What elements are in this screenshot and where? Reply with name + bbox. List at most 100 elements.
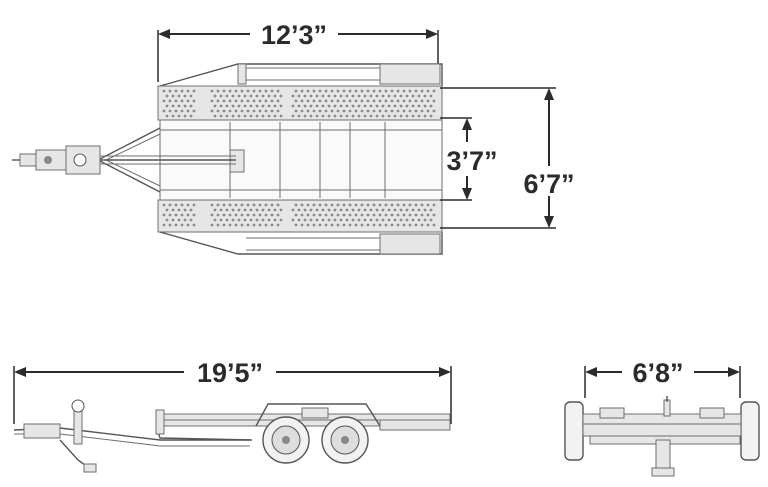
- perforation-hole: [414, 99, 418, 103]
- perforation-hole: [171, 114, 175, 118]
- perforation-hole: [312, 223, 316, 227]
- perforation-hole: [432, 99, 436, 103]
- perforation-hole: [402, 109, 406, 113]
- perforation-hole: [339, 94, 343, 98]
- perforation-hole: [366, 99, 370, 103]
- perforation-hole: [183, 94, 187, 98]
- perforation-hole: [312, 89, 316, 93]
- perforation-hole: [315, 114, 319, 118]
- perforation-hole: [351, 104, 355, 108]
- top-length-dimension: 12’3”: [157, 20, 439, 82]
- perforation-hole: [351, 114, 355, 118]
- perforation-hole: [405, 208, 409, 212]
- perforation-hole: [318, 99, 322, 103]
- perforation-hole: [177, 94, 181, 98]
- perforation-hole: [309, 104, 313, 108]
- perforation-hole: [384, 223, 388, 227]
- perforation-hole: [423, 208, 427, 212]
- perforation-hole: [414, 223, 418, 227]
- perforation-hole: [234, 89, 238, 93]
- perforation-hole: [258, 203, 262, 207]
- perforation-hole: [219, 114, 223, 118]
- perforation-hole: [390, 203, 394, 207]
- perforation-hole: [330, 109, 334, 113]
- perforation-hole: [432, 203, 436, 207]
- perforation-hole: [396, 203, 400, 207]
- perforation-hole: [213, 114, 217, 118]
- perforation-hole: [231, 104, 235, 108]
- perforation-hole: [276, 203, 280, 207]
- perforation-hole: [414, 89, 418, 93]
- perforation-hole: [222, 89, 226, 93]
- perforation-hole: [261, 218, 265, 222]
- perforation-hole: [267, 94, 271, 98]
- perforation-hole: [420, 203, 424, 207]
- perforation-hole: [327, 114, 331, 118]
- perforation-hole: [297, 208, 301, 212]
- perforation-hole: [411, 104, 415, 108]
- perforation-hole: [162, 89, 166, 93]
- perforation-hole: [309, 94, 313, 98]
- perforation-hole: [213, 104, 217, 108]
- side-view: 19’5”: [13, 358, 452, 473]
- perforation-hole: [372, 109, 376, 113]
- perforation-hole: [348, 109, 352, 113]
- perforation-hole: [270, 89, 274, 93]
- perforation-hole: [357, 208, 361, 212]
- perforation-hole: [186, 203, 190, 207]
- perforation-hole: [174, 99, 178, 103]
- perforation-hole: [390, 213, 394, 217]
- perforation-hole: [345, 114, 349, 118]
- perforation-hole: [339, 208, 343, 212]
- perforation-hole: [165, 94, 169, 98]
- perforation-hole: [258, 99, 262, 103]
- perforation-hole: [423, 104, 427, 108]
- perforation-hole: [228, 213, 232, 217]
- perforation-hole: [387, 114, 391, 118]
- perforation-hole: [309, 208, 313, 212]
- perforation-hole: [378, 213, 382, 217]
- perforation-hole: [327, 208, 331, 212]
- perforation-hole: [231, 218, 235, 222]
- perforation-hole: [168, 213, 172, 217]
- top-view: 12’3”: [12, 20, 575, 255]
- perforation-hole: [300, 203, 304, 207]
- perforation-hole: [234, 203, 238, 207]
- perforation-hole: [162, 99, 166, 103]
- perforation-hole: [360, 203, 364, 207]
- perforation-hole: [372, 213, 376, 217]
- perforation-hole: [240, 203, 244, 207]
- perforation-hole: [183, 218, 187, 222]
- perforation-hole: [330, 89, 334, 93]
- perforation-hole: [330, 213, 334, 217]
- perforation-hole: [276, 89, 280, 93]
- perforation-hole: [270, 99, 274, 103]
- perforation-hole: [315, 94, 319, 98]
- perforation-hole: [252, 109, 256, 113]
- perforation-hole: [240, 89, 244, 93]
- perforation-hole: [378, 203, 382, 207]
- perforation-hole: [321, 218, 325, 222]
- perforation-hole: [267, 104, 271, 108]
- perforation-hole: [192, 213, 196, 217]
- perforation-hole: [252, 99, 256, 103]
- perforation-hole: [303, 218, 307, 222]
- perforation-hole: [258, 89, 262, 93]
- perforation-hole: [360, 223, 364, 227]
- perforation-hole: [402, 223, 406, 227]
- perforation-hole: [174, 223, 178, 227]
- perforation-hole: [306, 223, 310, 227]
- perforation-hole: [333, 104, 337, 108]
- perforation-hole: [408, 99, 412, 103]
- perforation-hole: [246, 89, 250, 93]
- perforation-hole: [249, 218, 253, 222]
- perforation-hole: [234, 99, 238, 103]
- perforation-hole: [258, 213, 262, 217]
- perforation-hole: [381, 218, 385, 222]
- perforation-hole: [354, 109, 358, 113]
- perforation-hole: [348, 99, 352, 103]
- perforation-hole: [360, 213, 364, 217]
- perforation-hole: [174, 109, 178, 113]
- perforation-hole: [375, 114, 379, 118]
- perforation-hole: [420, 223, 424, 227]
